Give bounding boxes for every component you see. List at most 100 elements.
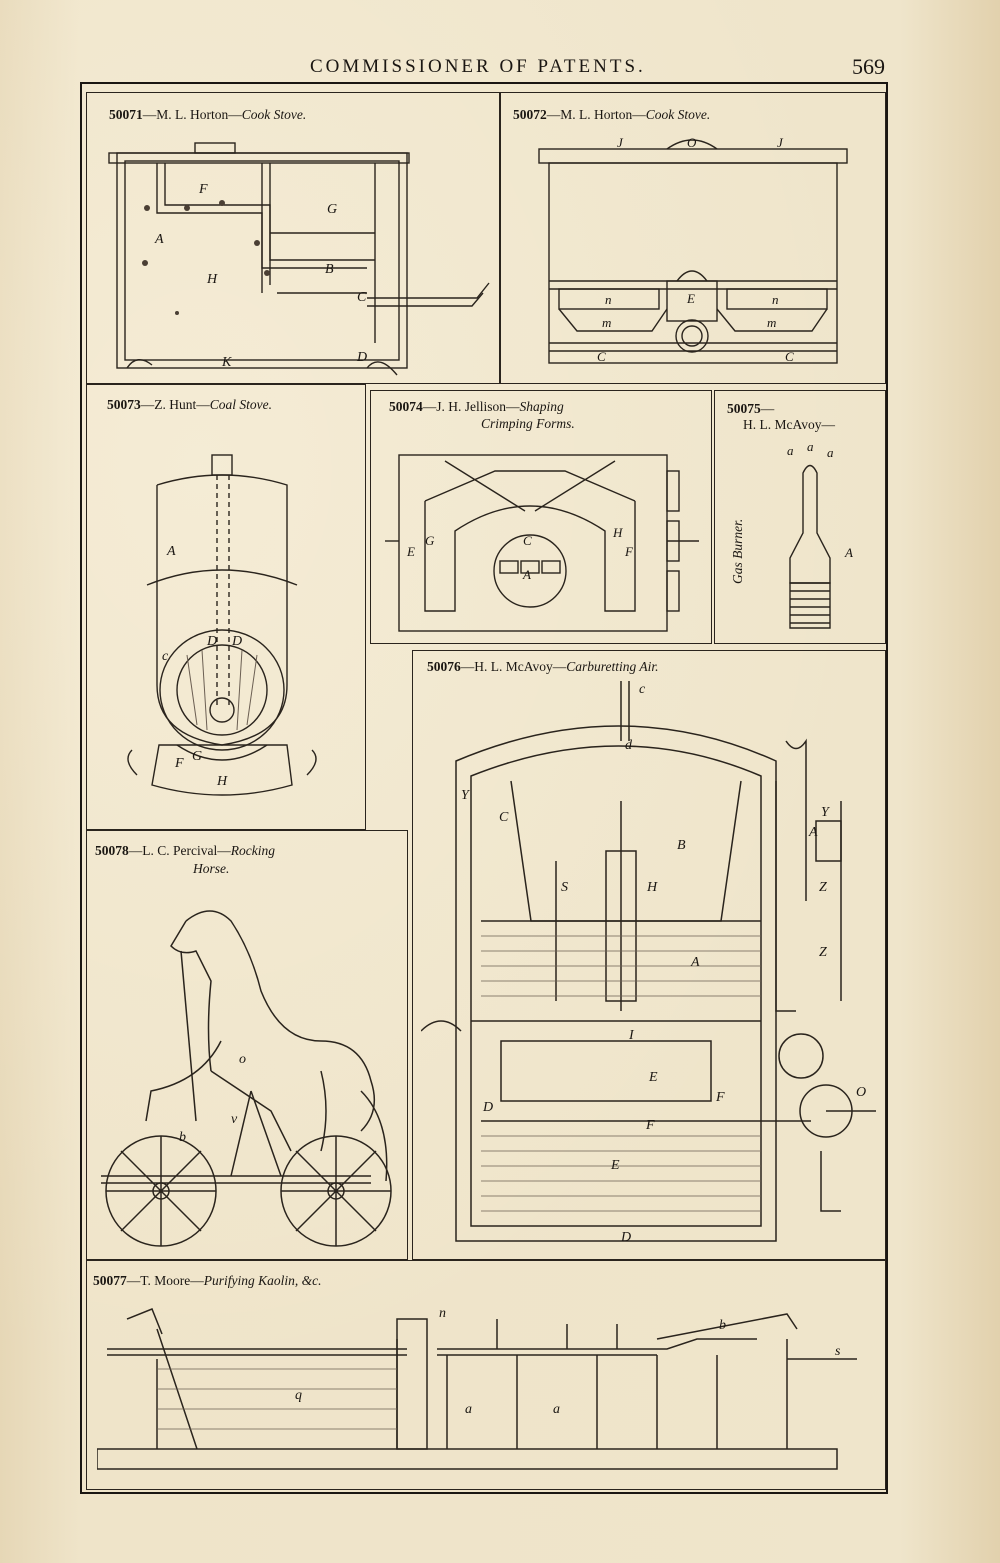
patent-number: 50074: [389, 399, 423, 414]
caption-50071: 50071—M. L. Horton—Cook Stove.: [109, 107, 306, 123]
drawing-coal-stove: A D D c F G H: [127, 454, 317, 796]
label-v: v: [231, 1112, 238, 1127]
label-A: A: [166, 544, 176, 559]
label-A: A: [154, 232, 164, 247]
drawing-crimping-forms: C A E G H F: [385, 454, 699, 632]
label-m-left: m: [602, 315, 611, 330]
label-C: C: [523, 533, 532, 548]
label-H: H: [216, 774, 228, 789]
caption-50075: 50075—: [727, 401, 774, 417]
label-c: c: [639, 682, 646, 697]
label-C-right: C: [785, 349, 794, 364]
label-n-left: n: [605, 292, 612, 307]
label-C: C: [499, 810, 509, 825]
label-b: b: [719, 1318, 726, 1333]
inventor-line-2: H. L. McAvoy—: [743, 417, 835, 432]
label-d: d: [625, 738, 633, 753]
label-E-upper: E: [648, 1070, 658, 1085]
label-a-3: a: [827, 445, 834, 460]
label-Y-left: Y: [461, 788, 471, 803]
label-o: o: [239, 1052, 246, 1067]
label-O: O: [687, 135, 697, 150]
label-G: G: [192, 749, 202, 764]
caption-50078-line2: Horse.: [193, 861, 229, 877]
subject: Coal Stove.: [209, 397, 272, 412]
label-E: E: [686, 291, 695, 306]
subject: Carburetting Air.: [566, 659, 659, 674]
label-F: F: [174, 756, 184, 771]
caption-50074-line2: Crimping Forms.: [481, 416, 575, 432]
label-s: s: [835, 1344, 841, 1359]
subject: Cook Stove.: [241, 107, 307, 122]
label-D-bottom: D: [620, 1230, 631, 1245]
panel-50076: 50076—H. L. McAvoy—Carburetting Air.: [412, 650, 886, 1260]
panel-50078: 50078—L. C. Percival—Rocking Horse.: [86, 830, 408, 1260]
label-c: c: [162, 649, 169, 664]
drawing-rocking-horse: o v b: [101, 910, 392, 1247]
subject-line-2: Horse.: [193, 861, 230, 876]
label-B: B: [677, 838, 686, 853]
panel-50073: 50073—Z. Hunt—Coal Stove.: [86, 384, 366, 830]
label-C: C: [357, 290, 367, 305]
label-A: A: [522, 567, 531, 582]
caption-50075-subject: Gas Burner.: [730, 494, 746, 584]
inventor: —Z. Hunt—: [140, 397, 210, 412]
caption-50078: 50078—L. C. Percival—Rocking: [95, 843, 275, 859]
label-C-left: C: [597, 349, 606, 364]
inventor: —T. Moore—: [126, 1273, 204, 1288]
patent-number: 50077: [93, 1273, 127, 1288]
label-a-2: a: [807, 443, 814, 454]
label-n: n: [439, 1306, 446, 1321]
label-D-left: D: [206, 634, 217, 649]
label-D-right: D: [231, 634, 242, 649]
running-head: COMMISSIONER OF PATENTS. 569: [0, 54, 1000, 86]
subject: Cook Stove.: [645, 107, 711, 122]
panel-50075: 50075— H. L. McAvoy— Gas Burner. a a a A: [714, 390, 886, 644]
drawing-cook-stove-50071: F G A H B C D K: [108, 142, 490, 376]
label-F-shaft: F: [645, 1118, 655, 1133]
label-a-left: a: [465, 1402, 472, 1417]
label-F-side: F: [715, 1090, 725, 1105]
label-H: H: [206, 272, 218, 287]
label-D: D: [356, 350, 367, 365]
label-F: F: [624, 544, 634, 559]
label-n-right: n: [772, 292, 779, 307]
inventor: —H. L. McAvoy—: [460, 659, 567, 674]
caption-50076: 50076—H. L. McAvoy—Carburetting Air.: [427, 659, 659, 675]
caption-50073: 50073—Z. Hunt—Coal Stove.: [107, 397, 272, 413]
page-number: 569: [852, 54, 885, 79]
patent-number: 50075: [727, 401, 761, 416]
inventor: —L. C. Percival—: [128, 843, 231, 858]
caption-50072: 50072—M. L. Horton—Cook Stove.: [513, 107, 710, 123]
label-F: F: [198, 182, 208, 197]
subject: Gas Burner.: [730, 518, 745, 584]
inventor-line-1: —: [760, 401, 775, 416]
panel-50077: 50077—T. Moore—Purifying Kaolin, &c.: [86, 1260, 886, 1490]
label-b: b: [179, 1130, 186, 1145]
label-Z-lower: Z: [819, 945, 827, 960]
patent-number: 50073: [107, 397, 141, 412]
subject-line-1: Rocking: [230, 843, 275, 858]
drawing-carburetting-air: c d Y C B S H A I Y A Z Z E F F E: [421, 681, 876, 1245]
panel-50074: 50074—J. H. Jellison—Shaping Crimping Fo…: [370, 390, 712, 644]
label-H: H: [612, 525, 623, 540]
label-m-right: m: [767, 315, 776, 330]
patent-plate: 50071—M. L. Horton—Cook Stove.: [80, 82, 888, 1494]
label-H: H: [646, 880, 658, 895]
label-a-1: a: [787, 443, 794, 458]
label-I: I: [628, 1028, 635, 1043]
subject-line-2: Crimping Forms.: [481, 416, 575, 431]
label-A-valve: A: [808, 825, 818, 840]
label-A-chamber: A: [690, 955, 700, 970]
label-S: S: [561, 880, 568, 895]
patent-number: 50072: [513, 107, 547, 122]
label-a-right: a: [553, 1402, 560, 1417]
label-K: K: [221, 355, 232, 370]
patent-number: 50076: [427, 659, 461, 674]
caption-50074: 50074—J. H. Jellison—Shaping: [389, 399, 564, 415]
label-D-side: D: [482, 1100, 493, 1115]
label-E-lower: E: [610, 1158, 620, 1173]
label-q: q: [295, 1388, 302, 1403]
subject: Purifying Kaolin, &c.: [203, 1273, 322, 1288]
